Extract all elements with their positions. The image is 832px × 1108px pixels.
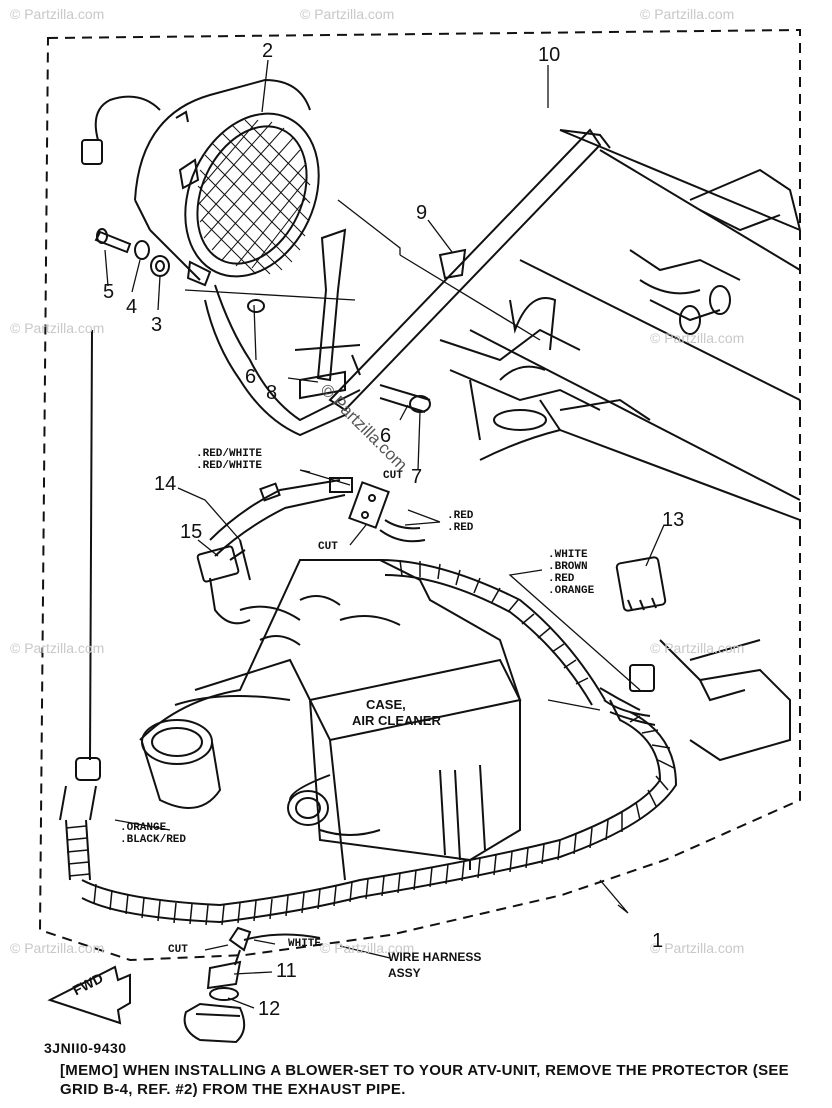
part-number-9: 9 [416,202,428,224]
wire-label-group: .ORANGE .BLACK/RED [120,822,186,846]
wire-harness-caption: WIRE HARNESS ASSY [388,949,481,981]
diagram-code: 3JNII0-9430 [44,1040,127,1056]
part-number-1: 1 [652,930,664,952]
wire-color: WHITE [288,938,322,950]
part-number-12: 12 [258,998,281,1020]
watermark: © Partzilla.com [10,940,105,956]
watermark: © Partzilla.com [640,6,735,22]
sub-wire-connectors [59,329,791,1044]
wire-color: .RED/WHITE [196,460,263,472]
fwd-arrow [47,965,131,1025]
watermark: © Partzilla.com [650,640,745,656]
part-number-10: 10 [538,44,561,66]
leader-lines [104,59,665,1009]
wire-label-group: .RED/WHITE .RED/WHITE [196,448,262,472]
duct-hose [204,284,431,437]
watermark: © Partzilla.com [10,6,105,22]
wire-label-group: .RED .RED [447,510,473,534]
caption-line: AIR CLEANER [352,713,441,728]
caption-line: CASE, [366,697,406,712]
part-number-13: 13 [662,509,685,531]
wire-color: .WHITE [548,549,588,561]
blower-fan [81,78,320,287]
watermark: © Partzilla.com [300,6,395,22]
watermark: © Partzilla.com [10,320,105,336]
part-number-11: 11 [276,960,297,982]
wire-color: .BROWN [548,561,588,573]
frame-chassis [439,129,801,521]
part-number-6: 6 [245,366,257,388]
wire-harness [65,559,678,926]
wire-color: .RED/WHITE [196,448,263,460]
caption-line: ASSY [388,966,421,980]
watermark: © Partzilla.com [650,330,745,346]
part-number-14: 14 [154,473,177,495]
air-cleaner-case [139,559,522,881]
watermark: © Partzilla.com [10,640,105,656]
stay-bracket-9 [299,128,611,412]
part-number-3: 3 [151,314,163,336]
wire-color: .ORANGE [120,822,167,834]
air-cleaner-caption: CASE, AIR CLEANER [352,697,441,729]
part-number-5: 5 [103,281,115,303]
part-number-4: 4 [126,296,138,318]
cut-label: CUT [168,944,188,956]
caption-line: WIRE HARNESS [388,950,482,964]
cut-label: CUT [383,470,403,482]
part-number-2: 2 [262,40,274,62]
watermark: © Partzilla.com [320,940,415,956]
wire-color: .BLACK/RED [120,834,187,846]
part-number-6: 6 [380,425,392,447]
wire-color: .ORANGE [548,585,595,597]
wire-label-group: .WHITE .BROWN .RED .ORANGE [548,549,594,597]
wire-color: .RED [548,573,575,585]
memo-note: [MEMO] WHEN INSTALLING A BLOWER-SET TO Y… [60,1062,789,1098]
wire-color: .RED [447,522,474,534]
part-number-7: 7 [411,466,423,488]
part-number-8: 8 [266,382,278,404]
cut-label: CUT [318,541,338,553]
dashed-border [38,28,801,962]
watermark: © Partzilla.com [650,940,745,956]
wire-color: .RED [447,510,474,522]
part-number-15: 15 [180,521,203,543]
